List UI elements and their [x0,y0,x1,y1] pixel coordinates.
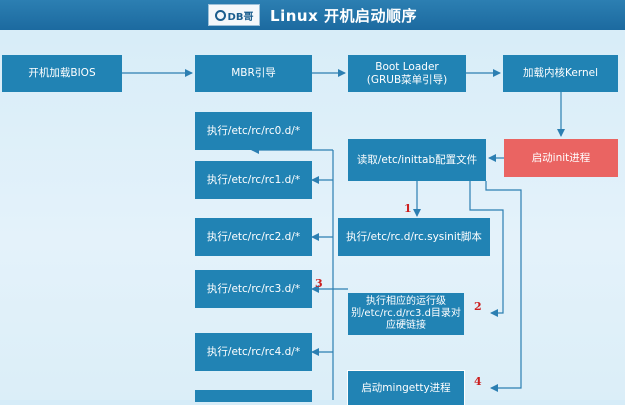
boot-loader-node: Boot Loader (GRUB菜单引导) [348,55,466,92]
rc3-node: 执行/etc/rc/rc3.d/* [195,270,312,308]
step-number-1: 1 [404,202,412,215]
step-number-4: 4 [474,375,482,388]
logo-text: DB哥 [227,11,254,23]
runlevel-node: 执行相应的运行级别/etc/rc.d/rc3.d目录对应硬链接 [348,293,464,335]
boot-loader-label: Boot Loader (GRUB菜单引导) [366,60,448,86]
rc4-node: 执行/etc/rc/rc4.d/* [195,333,312,371]
logo-icon [214,9,226,21]
mingetty-node: 启动mingetty进程 [347,370,465,405]
kernel-node: 加载内核Kernel [503,55,618,92]
rc0-node: 执行/etc/rc/rc0.d/* [195,112,312,150]
site-logo: DB哥 [208,4,261,26]
step-number-2: 2 [474,300,482,313]
header-bar: DB哥 Linux 开机启动顺序 [0,0,625,30]
power-on-bios-node: 开机加载BIOS [2,55,122,92]
mbr-node: MBR引导 [195,55,312,92]
sysinit-node: 执行/etc/rc.d/rc.sysinit脚本 [338,218,490,256]
step-number-3: 3 [315,277,323,290]
rc1-node: 执行/etc/rc/rc1.d/* [195,161,312,199]
rc-next-node [195,390,312,402]
rc2-node: 执行/etc/rc/rc2.d/* [195,218,312,256]
inittab-node: 读取/etc/inittab配置文件 [348,139,486,181]
diagram-title: Linux 开机启动顺序 [270,6,417,25]
init-node: 启动init进程 [504,139,618,177]
